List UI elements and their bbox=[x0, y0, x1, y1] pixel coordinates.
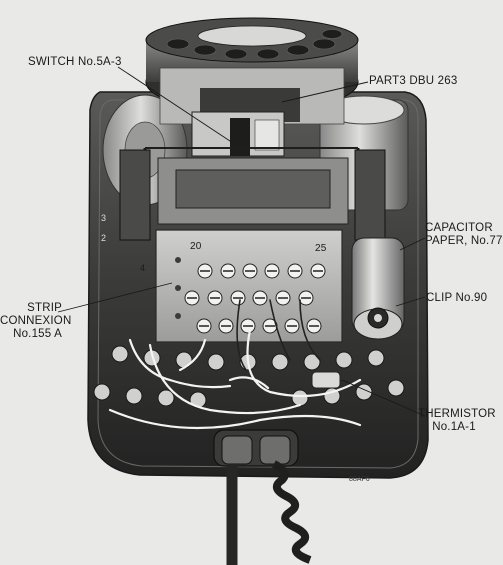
leader-clip bbox=[395, 296, 426, 307]
label-clip: CLIP No.90 bbox=[426, 292, 488, 304]
leader-capacitor bbox=[399, 237, 426, 251]
terminal-number-25: 25 bbox=[315, 243, 327, 254]
wiring bbox=[108, 328, 362, 430]
label-thermistor: THERMISTOR No.1A-1 bbox=[418, 408, 496, 433]
terminal-strip-plate bbox=[155, 229, 343, 343]
label-capacitor: CAPACITOR PAPER, No.77 bbox=[425, 222, 503, 247]
leader-strip bbox=[57, 282, 173, 313]
terminal-number-3: 3 bbox=[101, 213, 107, 223]
terminal-number-20: 20 bbox=[190, 241, 202, 252]
label-strip-connexion: STRIP CONNEXION No.155 A bbox=[0, 302, 72, 340]
base-terminals bbox=[93, 345, 405, 409]
terminal-number-4: 4 bbox=[140, 263, 146, 273]
leader-switch bbox=[117, 66, 237, 146]
terminal-number-2: 2 bbox=[101, 233, 107, 243]
leader-lines bbox=[57, 66, 426, 417]
coiled-cord bbox=[272, 460, 312, 564]
label-switch: SWITCH No.5A-3 bbox=[28, 56, 122, 68]
leader-part3 bbox=[281, 81, 369, 103]
leader-thermistor bbox=[341, 379, 426, 417]
label-part3: PART3 DBU 263 bbox=[369, 75, 458, 87]
telephone-interior-illustration bbox=[57, 17, 429, 565]
reference-code: 88AF6 bbox=[349, 476, 370, 483]
thermistor bbox=[311, 371, 341, 389]
body-inner-rim bbox=[97, 99, 419, 469]
dial-finger-holes bbox=[166, 29, 343, 60]
